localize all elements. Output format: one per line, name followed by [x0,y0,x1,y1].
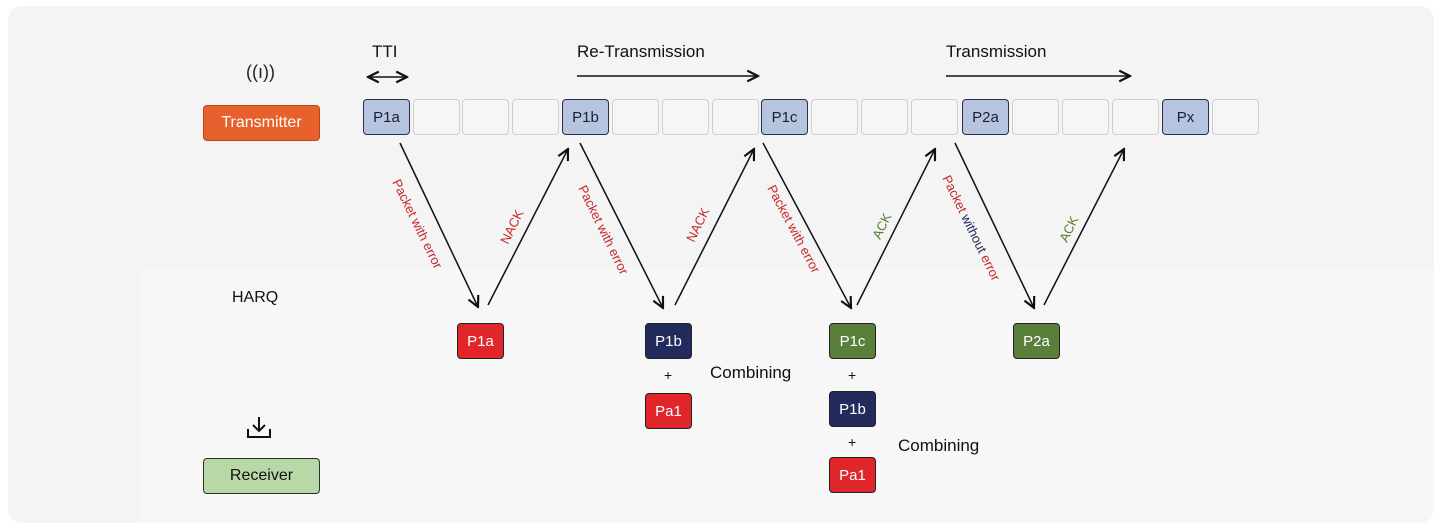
tti-slot [1062,99,1109,135]
receiver-label: Receiver [203,458,320,494]
harq-label: HARQ [232,289,279,306]
combining-label: Combining [898,436,980,455]
tx-packet-p1a: P1a [363,99,410,135]
download-tray-icon [247,417,271,438]
diagram-panel [8,6,1434,523]
uplink-arrow [674,149,754,306]
antenna-icon: ((ı)) [246,62,275,82]
rx-packet-pa1: Pa1 [645,393,692,429]
rx-packet-pa1: Pa1 [829,457,876,493]
rx-packet-p2a: P2a [1013,323,1060,359]
tti-slot [1212,99,1259,135]
uplink-arrow [856,149,935,306]
without-error-label: Packet without error [939,173,1003,284]
nack-label: NACK [497,207,526,246]
tti-slot [512,99,559,135]
downlink-arrow [399,142,478,307]
tx-packet-px: Px [1162,99,1209,135]
downlink-arrow [579,142,663,308]
plus-sign: + [848,434,857,450]
downlink-arrow [954,142,1034,308]
tti-slot [712,99,759,135]
tti-slot [662,99,709,135]
tx-packet-p1b: P1b [562,99,609,135]
uplink-arrow [487,149,568,306]
tx-packet-p2a: P2a [962,99,1009,135]
tti-label: TTI [372,42,398,61]
retransmission-label: Re-Transmission [577,42,705,61]
tti-slot [462,99,509,135]
tti-slot [1112,99,1159,135]
combining-label: Combining [710,363,792,382]
rx-packet-p1a: P1a [457,323,504,359]
tti-slot [413,99,460,135]
tti-slot [612,99,659,135]
tx-packet-p1c: P1c [761,99,808,135]
tti-slot [861,99,908,135]
error-label: Packet with error [764,182,823,276]
downlink-arrow [762,142,851,308]
error-label: Packet with error [389,177,446,272]
rx-packet-p1b: P1b [645,323,692,359]
tti-slot [911,99,958,135]
rx-packet-p1b: P1b [829,391,876,427]
tti-slot [811,99,858,135]
transmitter-label: Transmitter [203,105,320,141]
uplink-arrow [1043,149,1124,306]
rx-packet-p1c: P1c [829,323,876,359]
plus-sign: + [664,367,673,383]
tti-slot [1012,99,1059,135]
transmission-label: Transmission [946,42,1047,61]
receiver-region [141,268,1434,523]
plus-sign: + [848,367,857,383]
